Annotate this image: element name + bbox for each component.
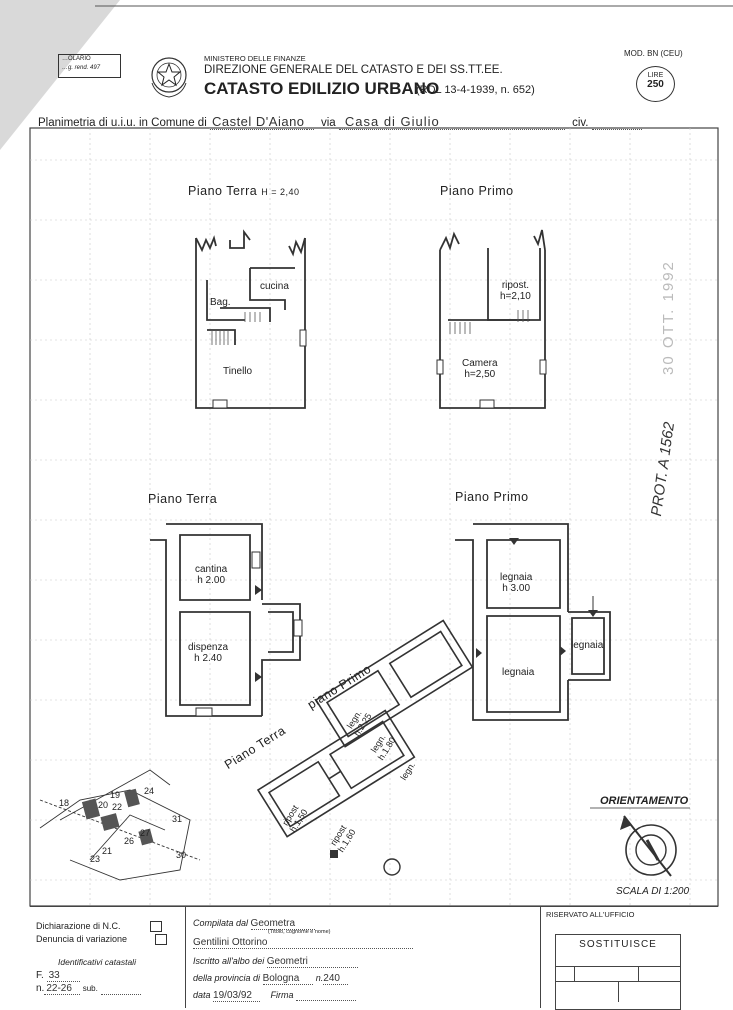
footer <box>30 906 718 1009</box>
iscritto-row: Iscritto all'albo dei Geometri <box>193 956 358 968</box>
plan-title-top-right: Piano Primo <box>440 184 514 198</box>
compilatore-name: Gentilini Ottorino <box>193 937 413 949</box>
room-tinello: Tinello <box>223 366 253 377</box>
cadastral-map: 18 20 19 22 24 31 26 27 30 23 21 <box>40 782 200 872</box>
plan-title-top-left: Piano Terra H = 2,40 <box>188 184 300 198</box>
via-value: Casa di Giulio <box>338 114 565 130</box>
compilata-value: Geometra <box>250 918 316 930</box>
parcel-number: 30 <box>176 850 187 860</box>
comune-value: Castel D'Aiano <box>209 114 307 130</box>
document-title: CATASTO EDILIZIO URBANO <box>204 79 440 98</box>
dichiarazione-checkbox[interactable] <box>150 921 162 932</box>
via-label: via <box>320 117 336 129</box>
orientation-label: ORIENTAMENTO <box>600 795 689 807</box>
plan-height: H = 2,40 <box>261 187 300 197</box>
parcel-number: 31 <box>172 814 183 824</box>
parcel-number: 18 <box>59 798 70 808</box>
room-bagno: Bag. <box>210 297 231 308</box>
lire-badge: LIRE 250 <box>636 66 675 102</box>
provincia-value: Bologna <box>262 973 314 985</box>
model-code: MOD. BN (CEU) <box>624 49 683 58</box>
registration-stamp-box: …OLARIO …g. rend. 497 <box>58 54 121 78</box>
italian-emblem-icon <box>151 57 187 98</box>
planimetria-line: Planimetria di u.i.u. in Comune di Caste… <box>38 114 713 130</box>
dichiarazione-label: Dichiarazione di N.C. <box>36 921 121 931</box>
law-reference: (RDL 13-4-1939, n. 652) <box>416 84 535 96</box>
room-legnaia-2: legnaia <box>502 667 535 678</box>
planimetria-label: Planimetria di u.i.u. in Comune di <box>38 117 207 129</box>
data-value: 19/03/92 <box>213 990 260 1002</box>
foglio-value: 33 <box>46 970 80 982</box>
foglio-row: F. 33 <box>36 970 80 982</box>
riservato-label: RISERVATO ALL'UFFICIO <box>546 910 635 919</box>
parcel-number: 24 <box>144 786 155 796</box>
ministry-label: MINISTERO DELLE FINANZE <box>204 54 306 63</box>
lire-label: LIRE <box>647 72 664 79</box>
numero-value: 22-26 <box>44 983 80 995</box>
directorate-label: DIREZIONE GENERALE DEL CATASTO E DEI SS.… <box>204 64 503 76</box>
stamp-line-2: …g. rend. 497 <box>62 65 101 71</box>
room-ripostiglio-top: ripost.h=2,10 <box>500 280 531 302</box>
data-row: data 19/03/92 Firma <box>193 990 357 1002</box>
numero-row: n.22-26 sub. <box>36 983 141 995</box>
compilata-hint: (Titolo, cognome e nome) <box>268 929 331 935</box>
parcel-number: 20 <box>98 800 109 810</box>
parcel-number: 22 <box>112 802 123 812</box>
denuncia-label: Denuncia di variazione <box>36 934 128 944</box>
parcel-number: 19 <box>110 790 121 800</box>
scale-label: SCALA DI 1:200 <box>616 886 690 897</box>
sostituisce-label: SOSTITUISCE <box>579 939 657 950</box>
parcel-number: 27 <box>140 828 151 838</box>
stamp-line-1: …OLARIO <box>62 56 91 62</box>
denuncia-checkbox[interactable] <box>155 934 167 945</box>
compilata-row: Compilata dal Geometra <box>193 918 316 930</box>
civ-label: civ. <box>572 117 589 129</box>
room-legnaia-3: legnaia <box>571 640 604 651</box>
parcel-number: 26 <box>124 836 135 846</box>
date-stamp: 30 OTT. 1992 <box>660 260 677 375</box>
albo-number: 240 <box>323 973 348 985</box>
room-cucina: cucina <box>260 281 289 292</box>
office-stamp-box: SOSTITUISCE <box>555 934 681 1010</box>
plan-title-mid-left: Piano Terra <box>148 492 218 506</box>
parcel-number: 23 <box>90 854 101 864</box>
lire-value: 250 <box>647 79 664 90</box>
parcel-number: 21 <box>102 846 113 856</box>
provincia-row: della provincia di Bologna n.240 <box>193 973 348 985</box>
identificativi-label: Identificativi catastali <box>58 957 136 967</box>
iscritto-value: Geometri <box>266 956 358 968</box>
plan-title-mid-right: Piano Primo <box>455 490 529 504</box>
